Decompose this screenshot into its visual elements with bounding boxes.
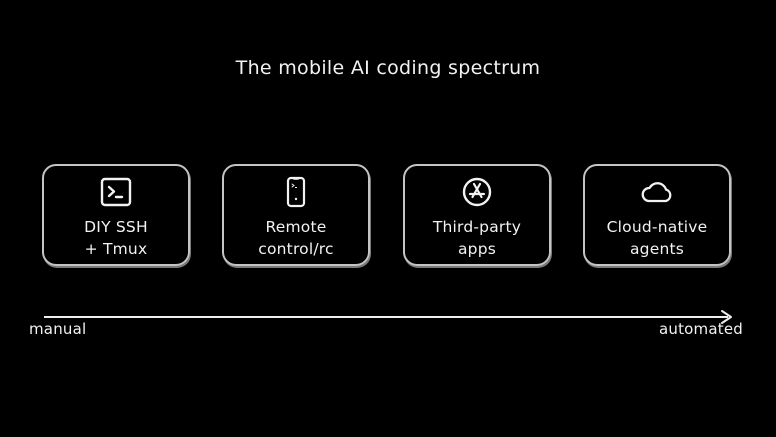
card-diy-ssh-tmux: DIY SSH + Tmux (42, 164, 190, 266)
app-store-icon (460, 176, 494, 208)
arrowhead-icon (721, 310, 732, 324)
spectrum-axis-line (44, 316, 728, 318)
card-label-line1: DIY SSH (84, 218, 148, 236)
card-label-line2: + Tmux (84, 240, 148, 258)
card-label-line2: apps (457, 240, 497, 258)
card-label-line2: control/rc (258, 240, 334, 258)
terminal-icon (99, 176, 133, 208)
card-label-line1: Third-party (432, 218, 522, 236)
card-third-party-apps: Third-party apps (403, 164, 551, 266)
card-label: DIY SSH + Tmux (44, 216, 188, 260)
axis-end-label: automated (659, 320, 743, 338)
card-label-line2: agents (629, 240, 685, 258)
card-label: Remote control/rc (224, 216, 368, 260)
cloud-icon (640, 176, 674, 208)
card-remote-control: Remote control/rc (222, 164, 370, 266)
phone-terminal-icon (279, 176, 313, 208)
card-label-line1: Remote (265, 218, 327, 236)
diagram-title: The mobile AI coding spectrum (235, 57, 541, 79)
card-cloud-native-agents: Cloud-native agents (583, 164, 731, 266)
axis-start-label: manual (29, 320, 87, 338)
card-label: Third-party apps (405, 216, 549, 260)
card-label-line1: Cloud-native (606, 218, 708, 236)
card-label: Cloud-native agents (585, 216, 729, 260)
